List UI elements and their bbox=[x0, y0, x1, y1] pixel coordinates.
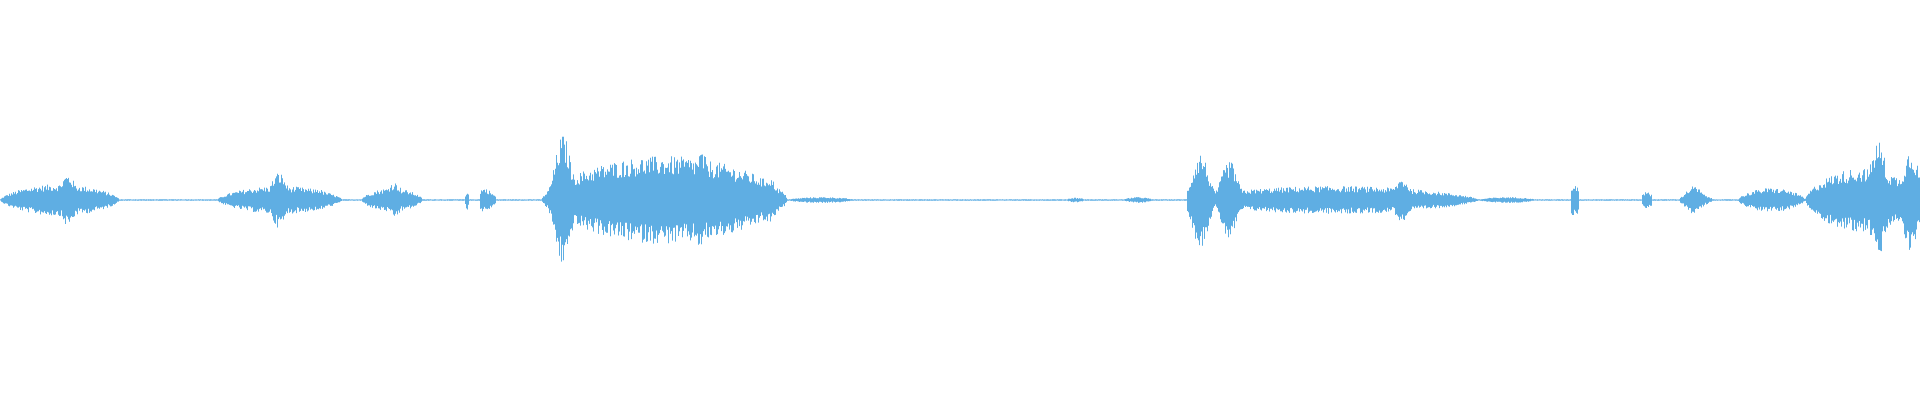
waveform-signal bbox=[0, 136, 1920, 262]
